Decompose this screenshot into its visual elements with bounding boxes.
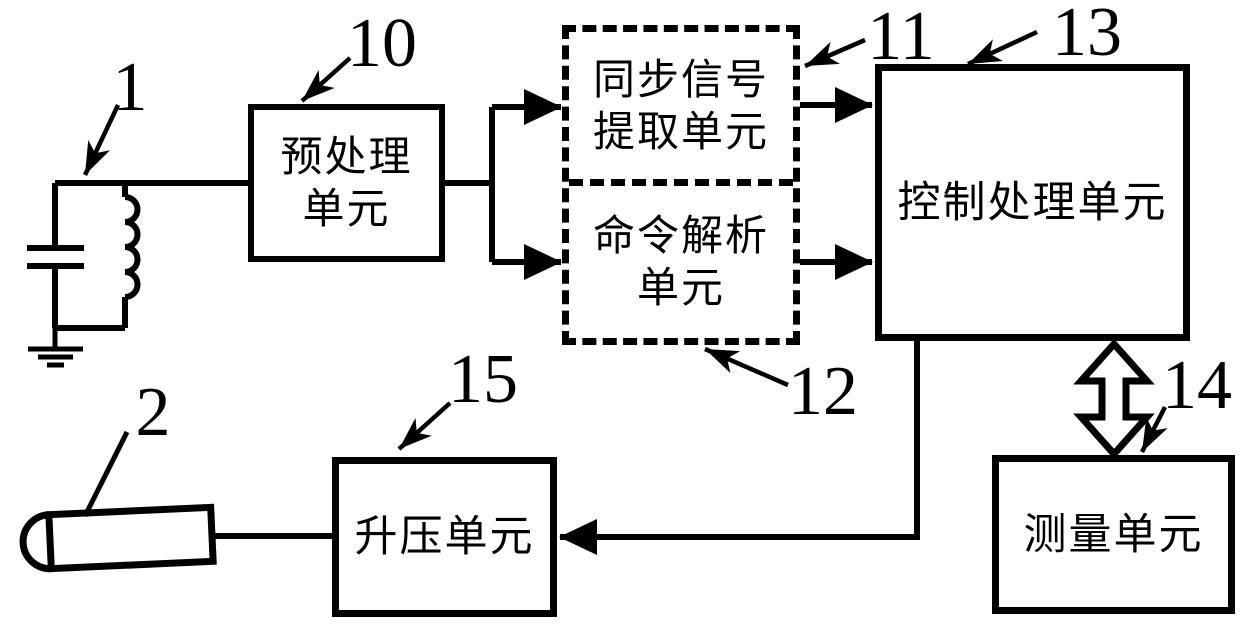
- boost-unit-box: [332, 457, 557, 617]
- ref-label-14: 14: [1162, 347, 1232, 424]
- ref-label-15: 15: [448, 341, 518, 418]
- leader-arrow-ref-12: [704, 346, 789, 388]
- measure-unit-label-line1: 测量单元: [1023, 509, 1204, 560]
- preprocess-unit-box: [248, 104, 445, 262]
- leader-line-ref-2: [82, 430, 130, 518]
- leader-arrow-ref-10: [300, 56, 352, 103]
- dashed-group-divider: [569, 179, 793, 186]
- ref-label-2: 2: [135, 374, 171, 451]
- preprocess-output-branch: [445, 107, 495, 262]
- ref-label-1: 1: [112, 49, 148, 126]
- ground-icon: [28, 328, 83, 368]
- sync-extract-unit-label-line2: 提取单元: [592, 106, 769, 156]
- ref-label-12: 12: [788, 353, 858, 430]
- control-unit-label-line1: 控制处理单元: [897, 177, 1168, 228]
- command-parse-unit-label: 命令解析 单元: [569, 186, 793, 338]
- leader-arrow-ref-13: [967, 29, 1038, 67]
- inductor-icon: [122, 183, 141, 328]
- command-parse-unit-label-line2: 单元: [636, 263, 725, 312]
- leader-arrow-ref-15: [397, 401, 452, 451]
- bidirectional-arrow-icon: [1073, 338, 1155, 460]
- arrow-control-to-boost: [559, 341, 920, 555]
- lc-resonant-circuit-icon: [27, 180, 248, 368]
- measure-unit-label: 测量单元: [992, 455, 1235, 614]
- preprocess-unit-label-line1: 预处理: [280, 132, 413, 181]
- preprocess-unit-label: 预处理 单元: [254, 110, 439, 256]
- probe-body: [45, 503, 217, 573]
- ref-label-13: 13: [1052, 0, 1122, 71]
- command-parse-unit-label-line1: 命令解析: [592, 211, 769, 260]
- sync-extract-unit-label-line1: 同步信号: [592, 54, 769, 104]
- probe-icon: [19, 503, 217, 573]
- leader-arrow-ref-14: [1139, 405, 1168, 454]
- boost-unit-label: 升压单元: [332, 457, 557, 617]
- preprocess-unit-label-line2: 单元: [302, 184, 391, 233]
- measure-unit-box: [992, 455, 1235, 614]
- probe-tip: [19, 511, 52, 573]
- boost-unit-label-line1: 升压单元: [354, 512, 535, 562]
- ref-label-10: 10: [347, 5, 417, 82]
- sync-extract-unit-label: 同步信号 提取单元: [569, 32, 793, 179]
- dashed-group-box: [562, 25, 800, 345]
- leader-arrow-ref-11: [804, 37, 866, 69]
- control-unit-box: [875, 64, 1190, 341]
- ref-label-11: 11: [867, 0, 935, 75]
- control-unit-label: 控制处理单元: [875, 64, 1190, 341]
- leader-arrow-ref-1: [82, 104, 121, 176]
- capacitor-icon: [27, 183, 84, 328]
